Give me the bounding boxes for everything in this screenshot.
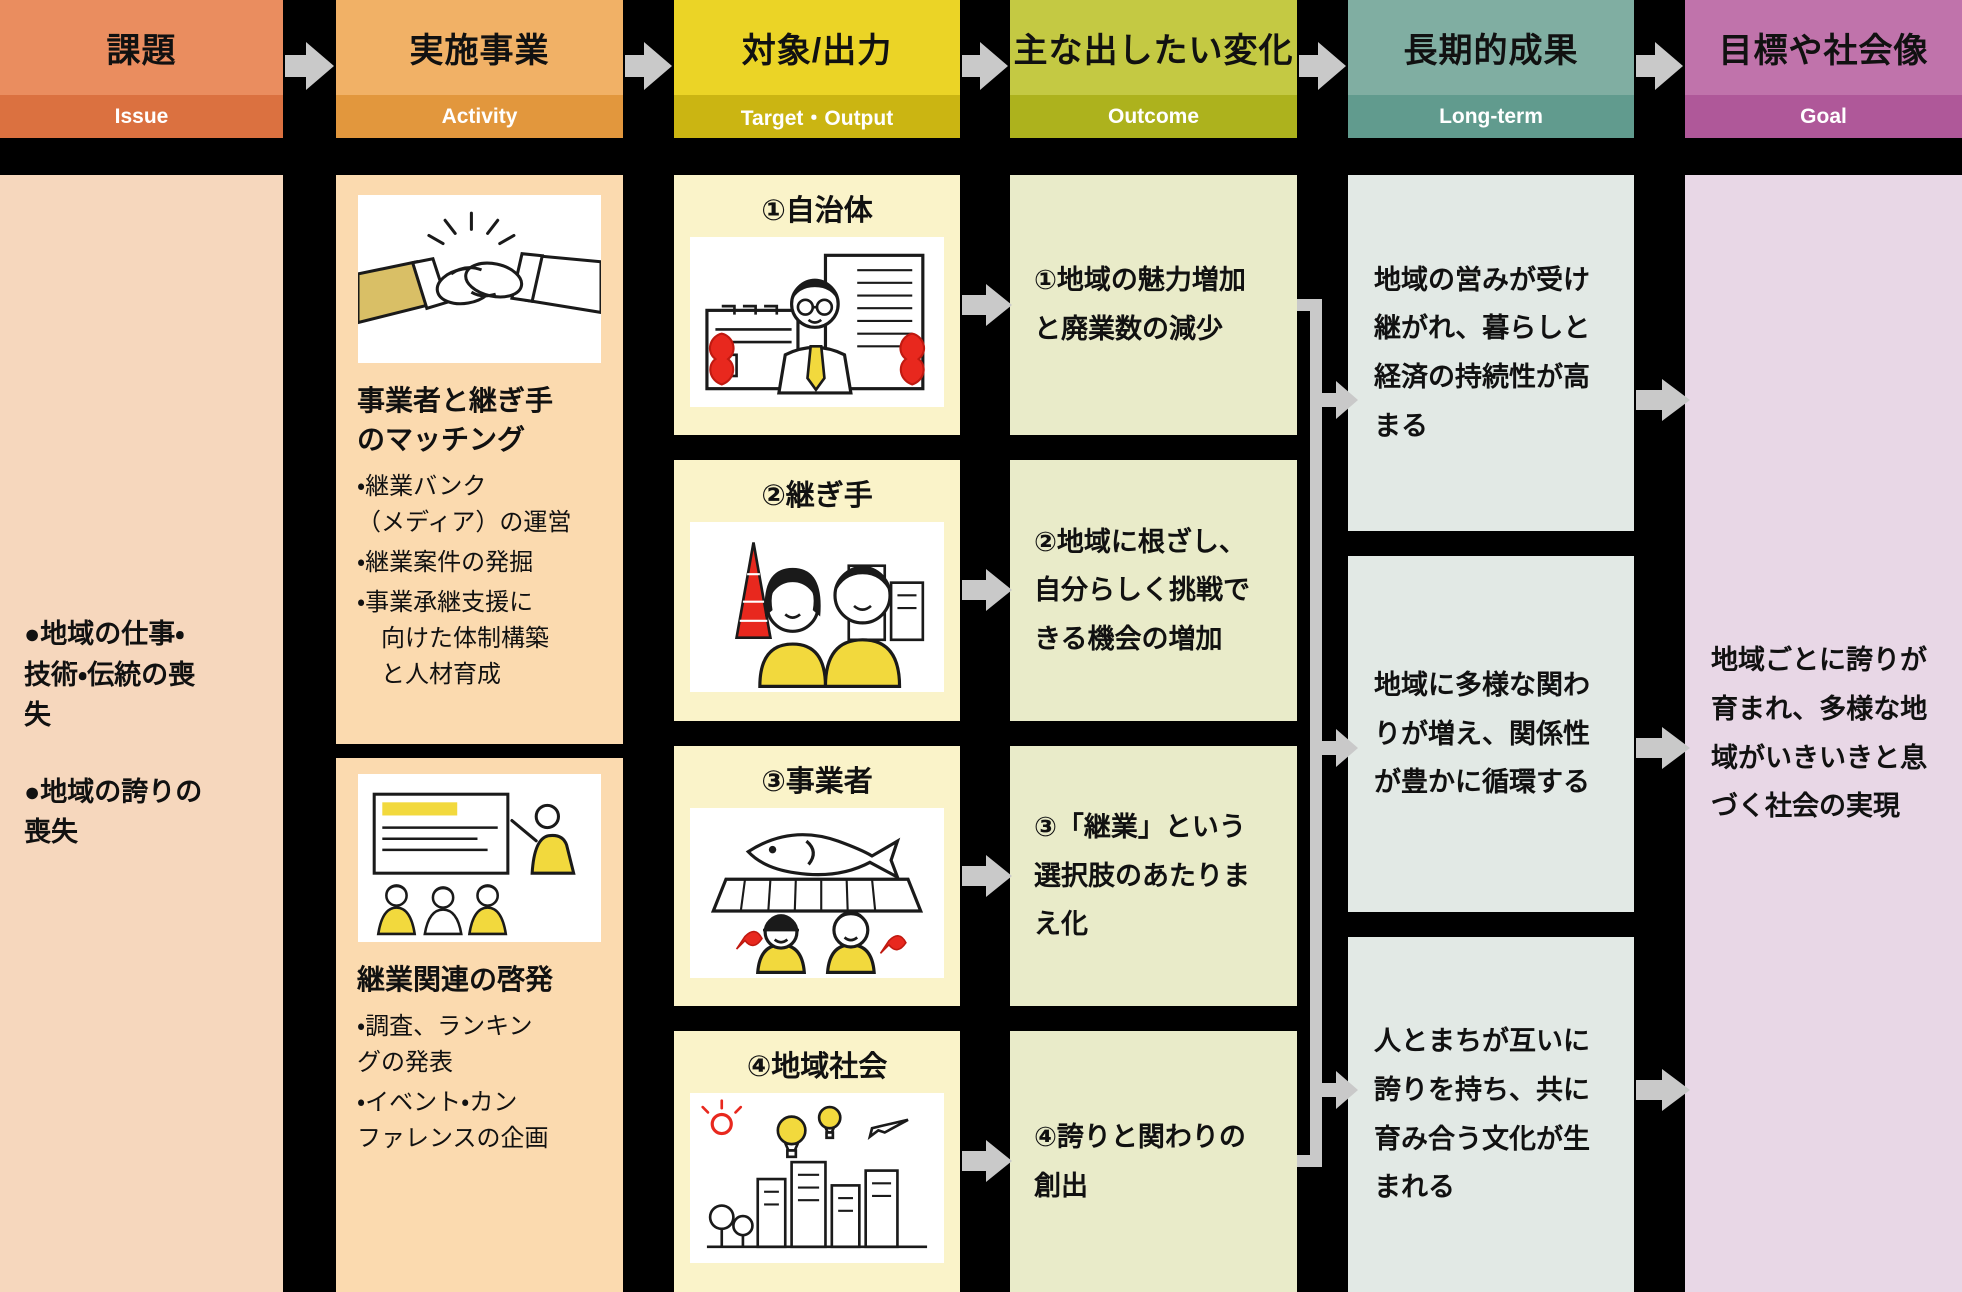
header-target-ja: 対象/出力 xyxy=(674,0,960,95)
flow-arrow-target-outcome xyxy=(962,1140,1012,1182)
activity-bullet: ・事業承継支援に 向けた体制構築 と人材育成 xyxy=(357,589,549,689)
header-activity: 実施事業 Activity xyxy=(336,0,623,138)
activity-bullets-1: ・継業バンク （メディア）の運営 ・継業案件の発掘 ・事業承継支援に 向けた体制… xyxy=(357,469,602,693)
target-card-1 xyxy=(690,237,944,407)
outcome-text-4: ④誇りと関わりの 創出 xyxy=(1034,1121,1246,1201)
goal-box: 地域ごとに誇りが 育まれ、多様な地 域がいきいきと息 づく社会の実現 xyxy=(1685,175,1962,1292)
header-activity-ja: 実施事業 xyxy=(336,0,623,95)
column-outcome: 主な出したい変化 Outcome ①地域の魅力増加 と廃業数の減少 ②地域に根ざ… xyxy=(1010,0,1297,1292)
target-box-successor: ②継ぎ手 xyxy=(674,460,960,721)
activity-bullet: ・継業バンク （メディア）の運営 xyxy=(357,473,572,537)
townscape-illustration xyxy=(701,1099,928,1249)
target-box-business: ③事業者 xyxy=(674,746,960,1006)
longterm-box-2: 地域に多様な関わ りが増え、関係性 が豊かに循環する xyxy=(1348,556,1634,912)
header-longterm-en: Long-term xyxy=(1348,95,1634,138)
activity-bullet: ・調査、ランキン グの発表 xyxy=(357,1013,533,1077)
target-label-2: ②継ぎ手 xyxy=(761,480,873,512)
activity-card-2 xyxy=(358,774,601,942)
header-issue-ja: 課題 xyxy=(0,0,283,95)
header-activity-en: Activity xyxy=(336,95,623,138)
outcome-box-3: ③「継業」という 選択肢のあたりま え化 xyxy=(1010,746,1297,1006)
target-card-4 xyxy=(690,1093,944,1263)
activity-box-matching: 事業者と継ぎ手 のマッチング ・継業バンク （メディア）の運営 ・継業案件の発掘… xyxy=(336,175,623,744)
header-arrow xyxy=(1299,42,1346,90)
target-card-2 xyxy=(690,522,944,692)
flow-arrow-target-outcome xyxy=(962,284,1012,326)
target-card-3 xyxy=(690,808,944,978)
header-goal-ja: 目標や社会像 xyxy=(1685,0,1962,95)
handshake-illustration xyxy=(358,211,601,325)
target-box-municipality: ①自治体 xyxy=(674,175,960,435)
goal-text: 地域ごとに誇りが 育まれ、多様な地 域がいきいきと息 づく社会の実現 xyxy=(1711,645,1928,822)
header-arrow xyxy=(625,42,672,90)
activity-title-2: 継業関連の啓発 xyxy=(357,964,554,995)
flow-arrow-longterm-goal xyxy=(1636,727,1690,769)
target-label-4: ④地域社会 xyxy=(746,1051,888,1083)
presentation-illustration xyxy=(372,792,576,936)
column-longterm: 長期的成果 Long-term 地域の営みが受け 継がれ、暮らしと 経済の持続性… xyxy=(1348,0,1634,1292)
activity-card-1 xyxy=(358,195,601,363)
header-outcome-en: Outcome xyxy=(1010,95,1297,138)
header-issue: 課題 Issue xyxy=(0,0,283,138)
header-longterm-ja: 長期的成果 xyxy=(1348,0,1634,95)
flow-arrow-longterm-goal xyxy=(1636,379,1690,421)
successors-illustration xyxy=(734,542,925,688)
column-target-output: 対象/出力 Target・Output ①自治体 xyxy=(674,0,960,1292)
outcome-box-1: ①地域の魅力増加 と廃業数の減少 xyxy=(1010,175,1297,435)
outcome-text-3: ③「継業」という 選択肢のあたりま え化 xyxy=(1034,812,1250,940)
flow-arrow-target-outcome xyxy=(962,569,1012,611)
header-outcome-ja: 主な出したい変化 xyxy=(1010,0,1297,95)
activity-bullet: ・イベント・カン ファレンスの企画 xyxy=(357,1089,549,1153)
column-goal: 目標や社会像 Goal 地域ごとに誇りが 育まれ、多様な地 域がいきいきと息 づ… xyxy=(1685,0,1962,1292)
target-label-3: ③事業者 xyxy=(761,766,873,798)
activity-title-1: 事業者と継ぎ手 のマッチング xyxy=(357,385,554,456)
header-longterm: 長期的成果 Long-term xyxy=(1348,0,1634,138)
header-arrow xyxy=(962,42,1008,90)
longterm-box-3: 人とまちが互いに 誇りを持ち、共に 育み合う文化が生 まれる xyxy=(1348,937,1634,1292)
bracket-stub-bottom xyxy=(1297,1155,1322,1167)
longterm-text-1: 地域の営みが受け 継がれ、暮らしと 経済の持続性が高 まる xyxy=(1374,264,1591,441)
flow-arrow-longterm-goal xyxy=(1636,1069,1690,1111)
outcome-box-2: ②地域に根ざし、 自分らしく挑戦で きる機会の増加 xyxy=(1010,460,1297,721)
outcome-text-2: ②地域に根ざし、 自分らしく挑戦で きる機会の増加 xyxy=(1034,526,1250,654)
header-goal-en: Goal xyxy=(1685,95,1962,138)
bracket-stub-top xyxy=(1297,299,1322,311)
header-target-output: 対象/出力 Target・Output xyxy=(674,0,960,138)
outcome-box-4: ④誇りと関わりの 創出 xyxy=(1010,1031,1297,1292)
target-box-community: ④地域社会 xyxy=(674,1031,960,1292)
flow-arrow-target-outcome xyxy=(962,855,1012,897)
header-arrow xyxy=(285,42,334,90)
activity-bullet: ・継業案件の発掘 xyxy=(357,549,534,577)
activity-box-awareness: 継業関連の啓発 ・調査、ランキン グの発表 ・イベント・カン ファレンスの企画 xyxy=(336,758,623,1292)
issue-item-2: ●地域の誇りの 喪失 xyxy=(24,776,203,848)
longterm-box-1: 地域の営みが受け 継がれ、暮らしと 経済の持続性が高 まる xyxy=(1348,175,1634,531)
column-activity: 実施事業 Activity xyxy=(336,0,623,1292)
issue-item-1: ●地域の仕事・ 技術・伝統の喪 失 xyxy=(24,619,196,731)
activity-bullets-2: ・調査、ランキン グの発表 ・イベント・カン ファレンスの企画 xyxy=(357,1009,602,1157)
issue-box: ●地域の仕事・ 技術・伝統の喪 失 ●地域の誇りの 喪失 xyxy=(0,175,283,1292)
target-label-1: ①自治体 xyxy=(761,195,873,227)
header-target-en: Target・Output xyxy=(674,95,960,138)
header-arrow xyxy=(1636,42,1683,90)
municipal-officer-illustration xyxy=(705,253,926,395)
header-issue-en: Issue xyxy=(0,95,283,138)
bracket-vertical-bar xyxy=(1310,299,1322,1167)
longterm-text-2: 地域に多様な関わ りが増え、関係性 が豊かに循環する xyxy=(1374,670,1590,798)
header-goal: 目標や社会像 Goal xyxy=(1685,0,1962,138)
fish-shop-illustration xyxy=(710,833,924,974)
longterm-text-3: 人とまちが互いに 誇りを持ち、共に 育み合う文化が生 まれる xyxy=(1374,1026,1590,1203)
header-outcome: 主な出したい変化 Outcome xyxy=(1010,0,1297,138)
outcome-text-1: ①地域の魅力増加 と廃業数の減少 xyxy=(1034,265,1246,344)
column-issue: 課題 Issue ●地域の仕事・ 技術・伝統の喪 失 ●地域の誇りの 喪失 xyxy=(0,0,283,1292)
